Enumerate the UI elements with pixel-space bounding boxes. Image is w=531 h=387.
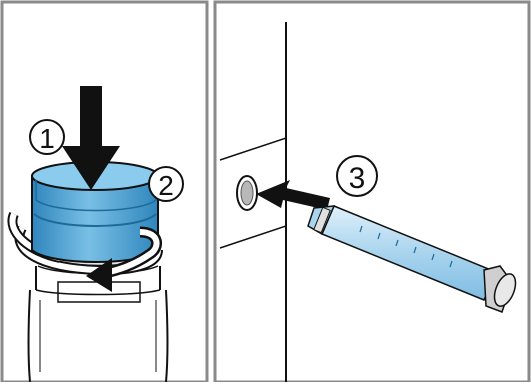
down-arrow-icon: [62, 86, 120, 190]
rotate-arrow-front: [86, 226, 162, 292]
right-panel: 3: [213, 0, 531, 384]
step-marker-2: 2: [148, 166, 184, 202]
step-marker-1: 1: [29, 119, 65, 155]
port-opening: [236, 175, 258, 211]
left-panel: 1 2: [0, 0, 209, 384]
step-number-2: 2: [158, 170, 174, 201]
insert-arrow-icon: [256, 180, 330, 210]
step-number-1: 1: [39, 123, 55, 154]
syringe-icon: [307, 205, 517, 313]
step-number-3: 3: [349, 162, 366, 195]
step-marker-3: 3: [336, 155, 378, 197]
